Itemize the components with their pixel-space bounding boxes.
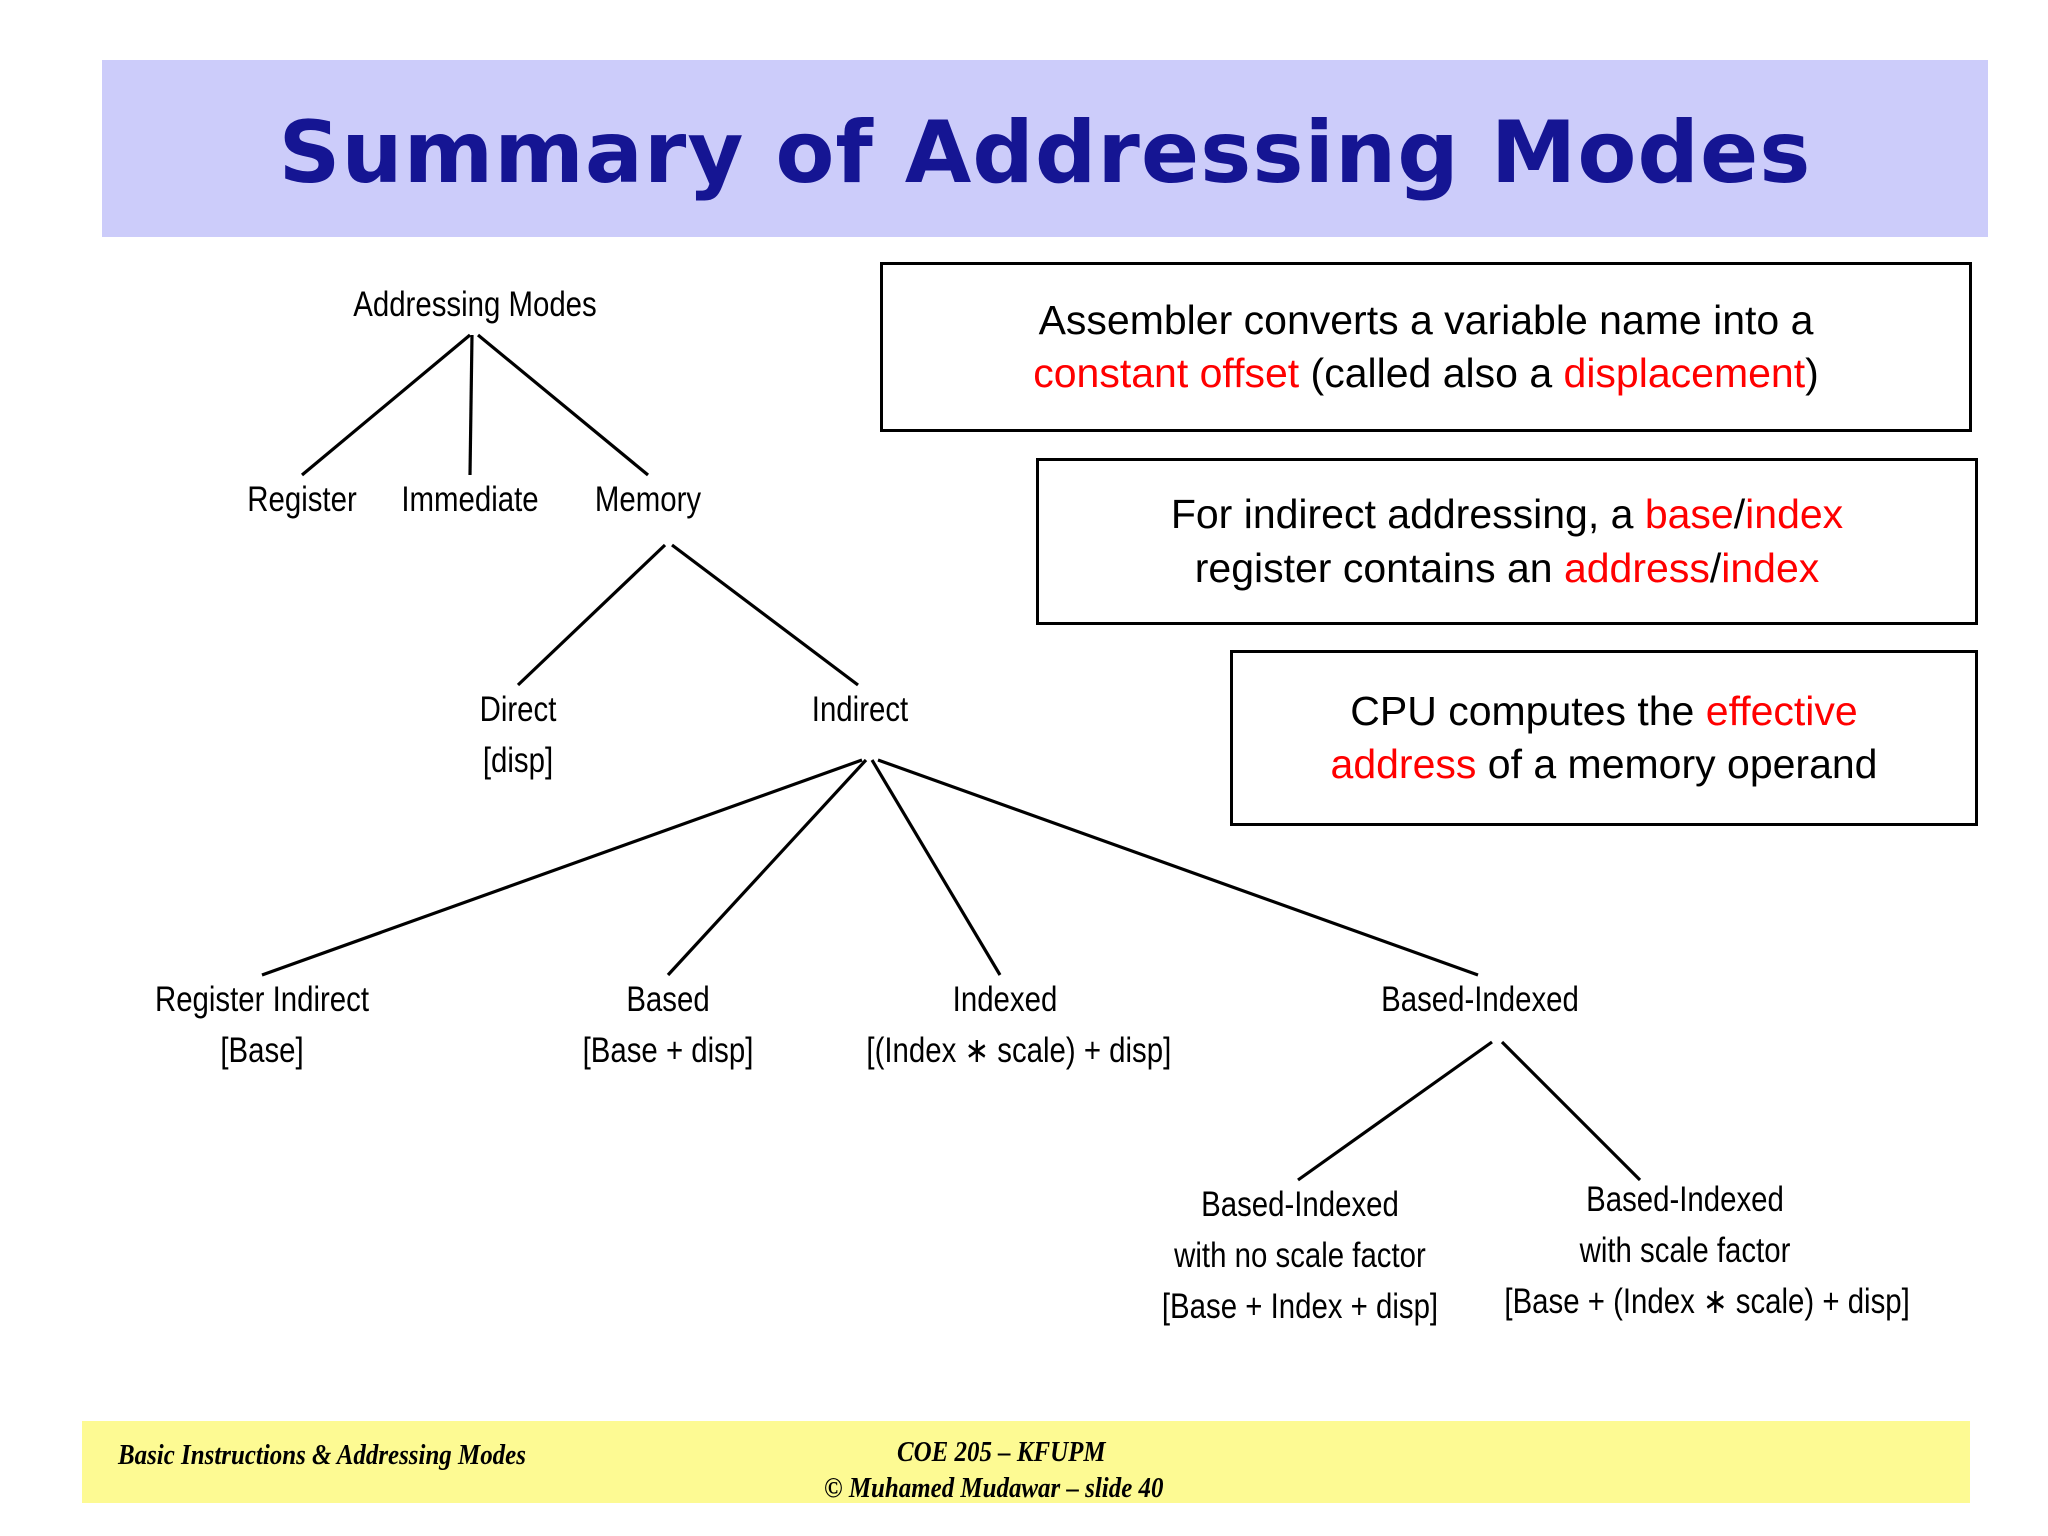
tree-node-label: Based-Indexed bbox=[1201, 1185, 1399, 1224]
callout-text: of a memory operand bbox=[1476, 741, 1878, 787]
callout-text: / bbox=[1733, 491, 1746, 538]
edge-memory-indirect bbox=[671, 543, 859, 687]
callout-highlight-displacement: displacement bbox=[1563, 350, 1806, 396]
tree-node-formula: [Base + (Index ∗ scale) + disp] bbox=[1504, 1281, 1910, 1321]
tree-node-label: Based-Indexed bbox=[1586, 1180, 1784, 1219]
tree-node-register: Register bbox=[176, 475, 428, 526]
callout-highlight-address: address bbox=[1563, 544, 1710, 591]
tree-node-register-indirect: Register Indirect [Base] bbox=[136, 975, 388, 1077]
tree-node-memory: Memory bbox=[522, 475, 774, 526]
tree-node-formula: [Base + Index + disp] bbox=[1161, 1286, 1439, 1326]
callout-line-2: register contains an address/index bbox=[1195, 542, 1820, 595]
tree-node-label: Indirect bbox=[811, 690, 909, 729]
callout-text: Assembler converts a variable name into … bbox=[1038, 296, 1814, 343]
edge-indirect-indexed bbox=[870, 759, 1002, 976]
edge-root-register bbox=[300, 333, 472, 477]
edge-root-immediate bbox=[468, 334, 474, 476]
callout-line-1: CPU computes the effective bbox=[1350, 685, 1857, 738]
tree-node-sublabel: with no scale factor bbox=[1174, 1235, 1426, 1275]
callout-assembler-note: Assembler converts a variable name into … bbox=[880, 262, 1972, 432]
callout-highlight-base: base bbox=[1644, 491, 1734, 538]
footer-course-code: COE 205 – KFUPM bbox=[897, 1436, 1106, 1468]
tree-node-sublabel: with scale factor bbox=[1579, 1230, 1791, 1270]
title-banner: Summary of Addressing Modes bbox=[102, 60, 1988, 237]
tree-node-based-indexed-no-scale: Based-Indexed with no scale factor [Base… bbox=[1157, 1180, 1443, 1332]
tree-node-label: Based bbox=[626, 980, 710, 1019]
callout-indirect-note: For indirect addressing, a base/index re… bbox=[1036, 458, 1978, 625]
tree-node-formula: [Base] bbox=[220, 1030, 304, 1070]
tree-node-label: Based-Indexed bbox=[1381, 980, 1579, 1019]
edge-indirect-based bbox=[666, 758, 868, 977]
footer-course-topic: Basic Instructions & Addressing Modes bbox=[118, 1439, 526, 1471]
tree-node-immediate: Immediate bbox=[344, 475, 596, 526]
callout-text: / bbox=[1709, 544, 1722, 591]
tree-node-formula: [(Index ∗ scale) + disp] bbox=[866, 1030, 1172, 1070]
tree-node-label: Direct bbox=[479, 690, 557, 729]
edge-memory-direct bbox=[516, 543, 667, 687]
callout-line-2: address of a memory operand bbox=[1331, 738, 1878, 791]
callout-line-1: Assembler converts a variable name into … bbox=[1039, 294, 1814, 347]
callout-highlight-index-2: index bbox=[1721, 544, 1820, 591]
callout-text: CPU computes the bbox=[1350, 687, 1706, 734]
tree-node-based-indexed-with-scale: Based-Indexed with scale factor [Base + … bbox=[1504, 1175, 1910, 1327]
callout-text: register contains an bbox=[1194, 544, 1564, 591]
tree-node-label: Immediate bbox=[401, 480, 539, 519]
tree-node-addressing-modes: Addressing Modes bbox=[320, 280, 631, 331]
tree-node-label: Addressing Modes bbox=[353, 285, 597, 324]
tree-node-direct: Direct [disp] bbox=[392, 685, 644, 787]
callout-highlight-index: index bbox=[1745, 491, 1844, 538]
callout-highlight-effective: effective bbox=[1705, 687, 1858, 734]
tree-node-label: Register bbox=[247, 480, 357, 519]
callout-line-1: For indirect addressing, a base/index bbox=[1171, 488, 1843, 541]
edge-root-memory bbox=[476, 333, 650, 477]
callout-effective-address-note: CPU computes the effective address of a … bbox=[1230, 650, 1978, 826]
callout-highlight-constant-offset: constant offset bbox=[1033, 350, 1300, 396]
callout-line-2: constant offset (called also a displacem… bbox=[1033, 347, 1819, 400]
edge-indirect-register-indirect bbox=[261, 758, 863, 977]
footer-copyright-slide: © Muhamed Mudawar – slide 40 bbox=[824, 1472, 1164, 1504]
tree-node-label: Register Indirect bbox=[154, 980, 370, 1019]
edge-bi-scale bbox=[1500, 1040, 1642, 1182]
tree-node-formula: [Base + disp] bbox=[582, 1030, 754, 1070]
callout-text: For indirect addressing, a bbox=[1170, 491, 1645, 538]
callout-text: ) bbox=[1805, 350, 1819, 396]
page-title: Summary of Addressing Modes bbox=[278, 102, 1812, 203]
callout-text: (called also a bbox=[1299, 350, 1564, 396]
tree-node-indirect: Indirect bbox=[734, 685, 986, 736]
tree-node-formula: [disp] bbox=[482, 740, 554, 780]
tree-node-label: Memory bbox=[594, 480, 702, 519]
tree-node-based-indexed: Based-Indexed bbox=[1354, 975, 1606, 1026]
callout-highlight-address: address bbox=[1330, 741, 1477, 787]
tree-node-label: Indexed bbox=[952, 980, 1058, 1019]
footer-bar bbox=[82, 1421, 1970, 1503]
tree-node-indexed: Indexed [(Index ∗ scale) + disp] bbox=[866, 975, 1172, 1077]
tree-node-based: Based [Base + disp] bbox=[542, 975, 794, 1077]
edge-bi-noscale bbox=[1297, 1040, 1493, 1182]
